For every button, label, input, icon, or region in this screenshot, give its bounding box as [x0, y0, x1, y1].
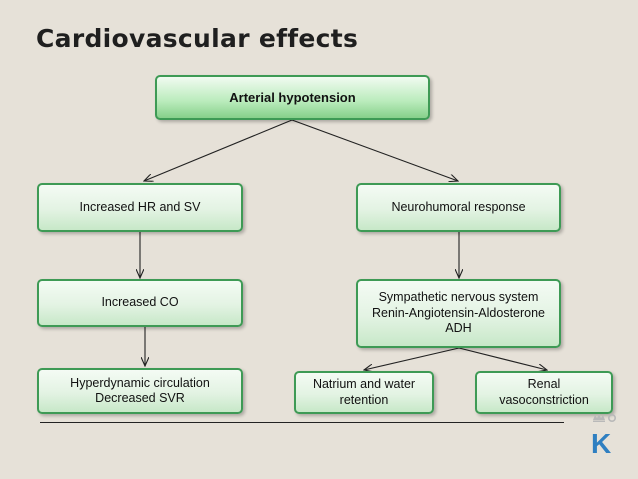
- node-label: Renal vasoconstriction: [499, 377, 589, 407]
- node-label: Sympathetic nervous system Renin-Angiote…: [371, 290, 546, 336]
- arrow-sympathetic-to-renal: [458, 347, 547, 370]
- node-label: Arterial hypotension: [229, 89, 356, 105]
- arrow-sympathetic-to-natrium: [364, 347, 460, 370]
- node-natrium-water-retention: Natrium and water retention: [294, 371, 434, 414]
- logo: K: [591, 413, 616, 459]
- node-label: Increased CO: [101, 295, 179, 310]
- node-label: Hyperdynamic circulation Decreased SVR: [70, 375, 210, 406]
- node-label: Natrium and water retention: [312, 377, 416, 407]
- arrow-hypotension-to-hr-sv: [144, 119, 293, 181]
- slide-title: Cardiovascular effects: [36, 24, 359, 53]
- node-renal-vasoconstriction: Renal vasoconstriction: [475, 371, 613, 414]
- arrow-hypotension-to-neurohumoral: [291, 119, 458, 181]
- footer-divider: [40, 422, 564, 423]
- node-hyperdynamic-circulation: Hyperdynamic circulation Decreased SVR: [37, 368, 243, 414]
- crown-icon: [593, 414, 605, 422]
- node-arterial-hypotension: Arterial hypotension: [155, 75, 430, 120]
- node-increased-hr-sv: Increased HR and SV: [37, 183, 243, 232]
- node-neurohumoral-response: Neurohumoral response: [356, 183, 561, 232]
- ring-icon: [607, 413, 616, 423]
- node-label: Increased HR and SV: [79, 199, 201, 214]
- node-sympathetic-raas-adh: Sympathetic nervous system Renin-Angiote…: [356, 279, 561, 348]
- node-increased-co: Increased CO: [37, 279, 243, 327]
- logo-letter: K: [591, 428, 611, 459]
- node-label: Neurohumoral response: [391, 199, 526, 214]
